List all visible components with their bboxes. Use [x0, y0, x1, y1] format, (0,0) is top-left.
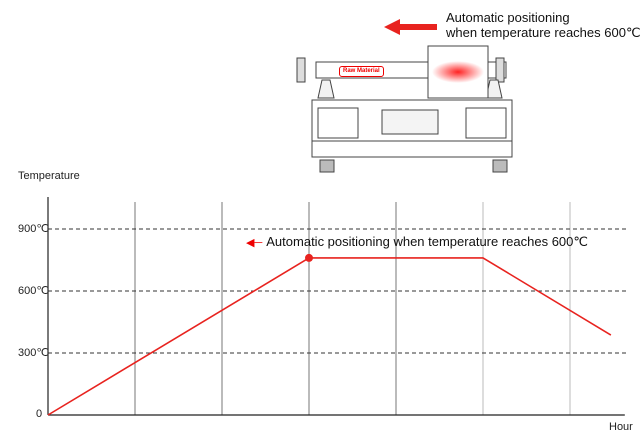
arrow-left-icon: ◀─	[246, 237, 263, 249]
y-tick-label: 600℃	[18, 285, 49, 297]
y-tick-label: 300℃	[18, 347, 49, 359]
y-tick-label: 900℃	[18, 223, 49, 235]
move-left-arrow-icon	[384, 19, 437, 35]
right-flange	[495, 57, 505, 83]
wheel	[492, 159, 508, 173]
y-tick-label: 0	[36, 408, 43, 420]
chart-annotation: ◀─Automatic positioning when temperature…	[246, 234, 588, 250]
wheel	[319, 159, 335, 173]
furnace-tube	[315, 61, 507, 79]
annotation-text: Automatic positioning when temperature r…	[266, 234, 588, 249]
tube-furnace-illustration	[296, 19, 513, 173]
temperature-line	[47, 257, 612, 416]
x-axis-label: Hour	[609, 421, 633, 433]
note-line-1: Automatic positioning	[446, 10, 570, 25]
positioning-point-marker	[305, 253, 313, 262]
positioning-note: Automatic positioning when temperature r…	[446, 10, 641, 40]
heat-glow	[432, 61, 484, 83]
raw-material-label: Raw Material	[339, 66, 384, 77]
y-axis-label: Temperature	[18, 170, 80, 182]
note-line-2: when temperature reaches 600℃	[446, 25, 641, 40]
left-flange	[296, 57, 306, 83]
control-panel	[381, 109, 439, 135]
